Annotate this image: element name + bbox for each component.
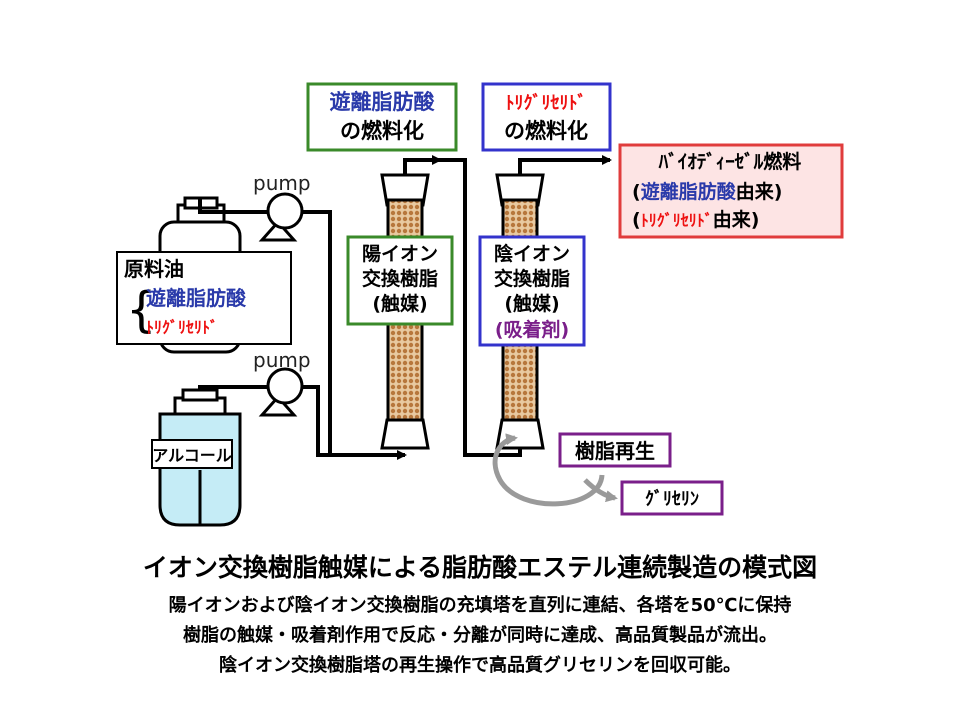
pump-lower-label: pump	[253, 348, 311, 372]
box-biodiesel: ﾊﾞｲｵﾃﾞｨｰｾﾞﾙ燃料 (遊離脂肪酸由来) (ﾄﾘｸﾞﾘｾﾘﾄﾞ由来)	[618, 143, 844, 239]
feedstock-label: 原料油 { 遊離脂肪酸 ﾄﾘｸﾞﾘｾﾘﾄﾞ	[116, 251, 292, 345]
anion-line2: 交換樹脂	[494, 267, 570, 290]
feedstock-title: 原料油	[124, 257, 184, 281]
alcohol-label: アルコール	[151, 439, 233, 469]
cation-line3: (触媒)	[372, 292, 427, 315]
glycerin-label: ｸﾞﾘｾﾘﾝ	[620, 480, 724, 516]
cation-resin-label: 陽イオン 交換樹脂 (触媒)	[346, 235, 454, 326]
feedstock-item-tg: ﾄﾘｸﾞﾘｾﾘﾄﾞ	[146, 318, 218, 337]
caption-line-2: 樹脂の触媒・吸着剤作用で反応・分離が同時に達成、高品質製品が流出。	[183, 625, 777, 646]
pump-upper-label: pump	[253, 171, 311, 195]
box-tg-line1: ﾄﾘｸﾞﾘｾﾘﾄﾞ	[506, 92, 587, 114]
feedstock-item-free-fa: 遊離脂肪酸	[146, 286, 247, 310]
box-tg-line2: の燃料化	[504, 119, 588, 143]
anion-line1: 陰イオン	[494, 242, 570, 265]
alcohol-label-text: アルコール	[152, 446, 232, 465]
process-diagram: pump pump 遊離脂肪酸 の燃料化 ﾄﾘｸﾞﾘｾﾘﾄﾞ の燃料化 ﾊﾞｲｵ…	[116, 82, 844, 527]
biodiesel-line2: (遊離脂肪酸由来)	[632, 180, 782, 203]
pipes	[198, 155, 612, 460]
glycerin-text: ｸﾞﾘｾﾘﾝ	[645, 488, 699, 510]
anion-line3: (触媒)	[504, 292, 559, 315]
box-free-fa-line1: 遊離脂肪酸	[330, 90, 436, 114]
regen-loop	[492, 433, 618, 507]
pump-lower	[258, 367, 304, 417]
anion-resin-label: 陰イオン 交換樹脂 (触媒) (吸着剤)	[478, 235, 586, 347]
biodiesel-line1: ﾊﾞｲｵﾃﾞｨｰｾﾞﾙ燃料	[658, 150, 802, 173]
caption-line-3: 陰イオン交換樹脂塔の再生操作で高品質グリセリンを回収可能。	[219, 655, 741, 676]
cation-line1: 陽イオン	[362, 243, 438, 265]
pump-upper	[258, 192, 304, 242]
box-triglyceride-fuel: ﾄﾘｸﾞﾘｾﾘﾄﾞ の燃料化	[481, 82, 612, 152]
regen-text: 樹脂再生	[575, 439, 655, 463]
biodiesel-line3: (ﾄﾘｸﾞﾘｾﾘﾄﾞ由来)	[632, 208, 759, 231]
box-free-fatty-acid-fuel: 遊離脂肪酸 の燃料化	[306, 82, 458, 152]
caption-line-1: 陽イオンおよび陰イオン交換樹脂の充填塔を直列に連結、各塔を50℃に保持	[168, 595, 792, 616]
resin-regeneration-label: 樹脂再生	[558, 432, 672, 468]
feedstock-brace: {	[126, 282, 157, 338]
cation-line2: 交換樹脂	[362, 267, 438, 290]
diagram-title: イオン交換樹脂触媒による脂肪酸エステル連続製造の模式図	[142, 553, 818, 582]
anion-line4: (吸着剤)	[495, 318, 569, 341]
box-free-fa-line2: の燃料化	[340, 119, 424, 143]
